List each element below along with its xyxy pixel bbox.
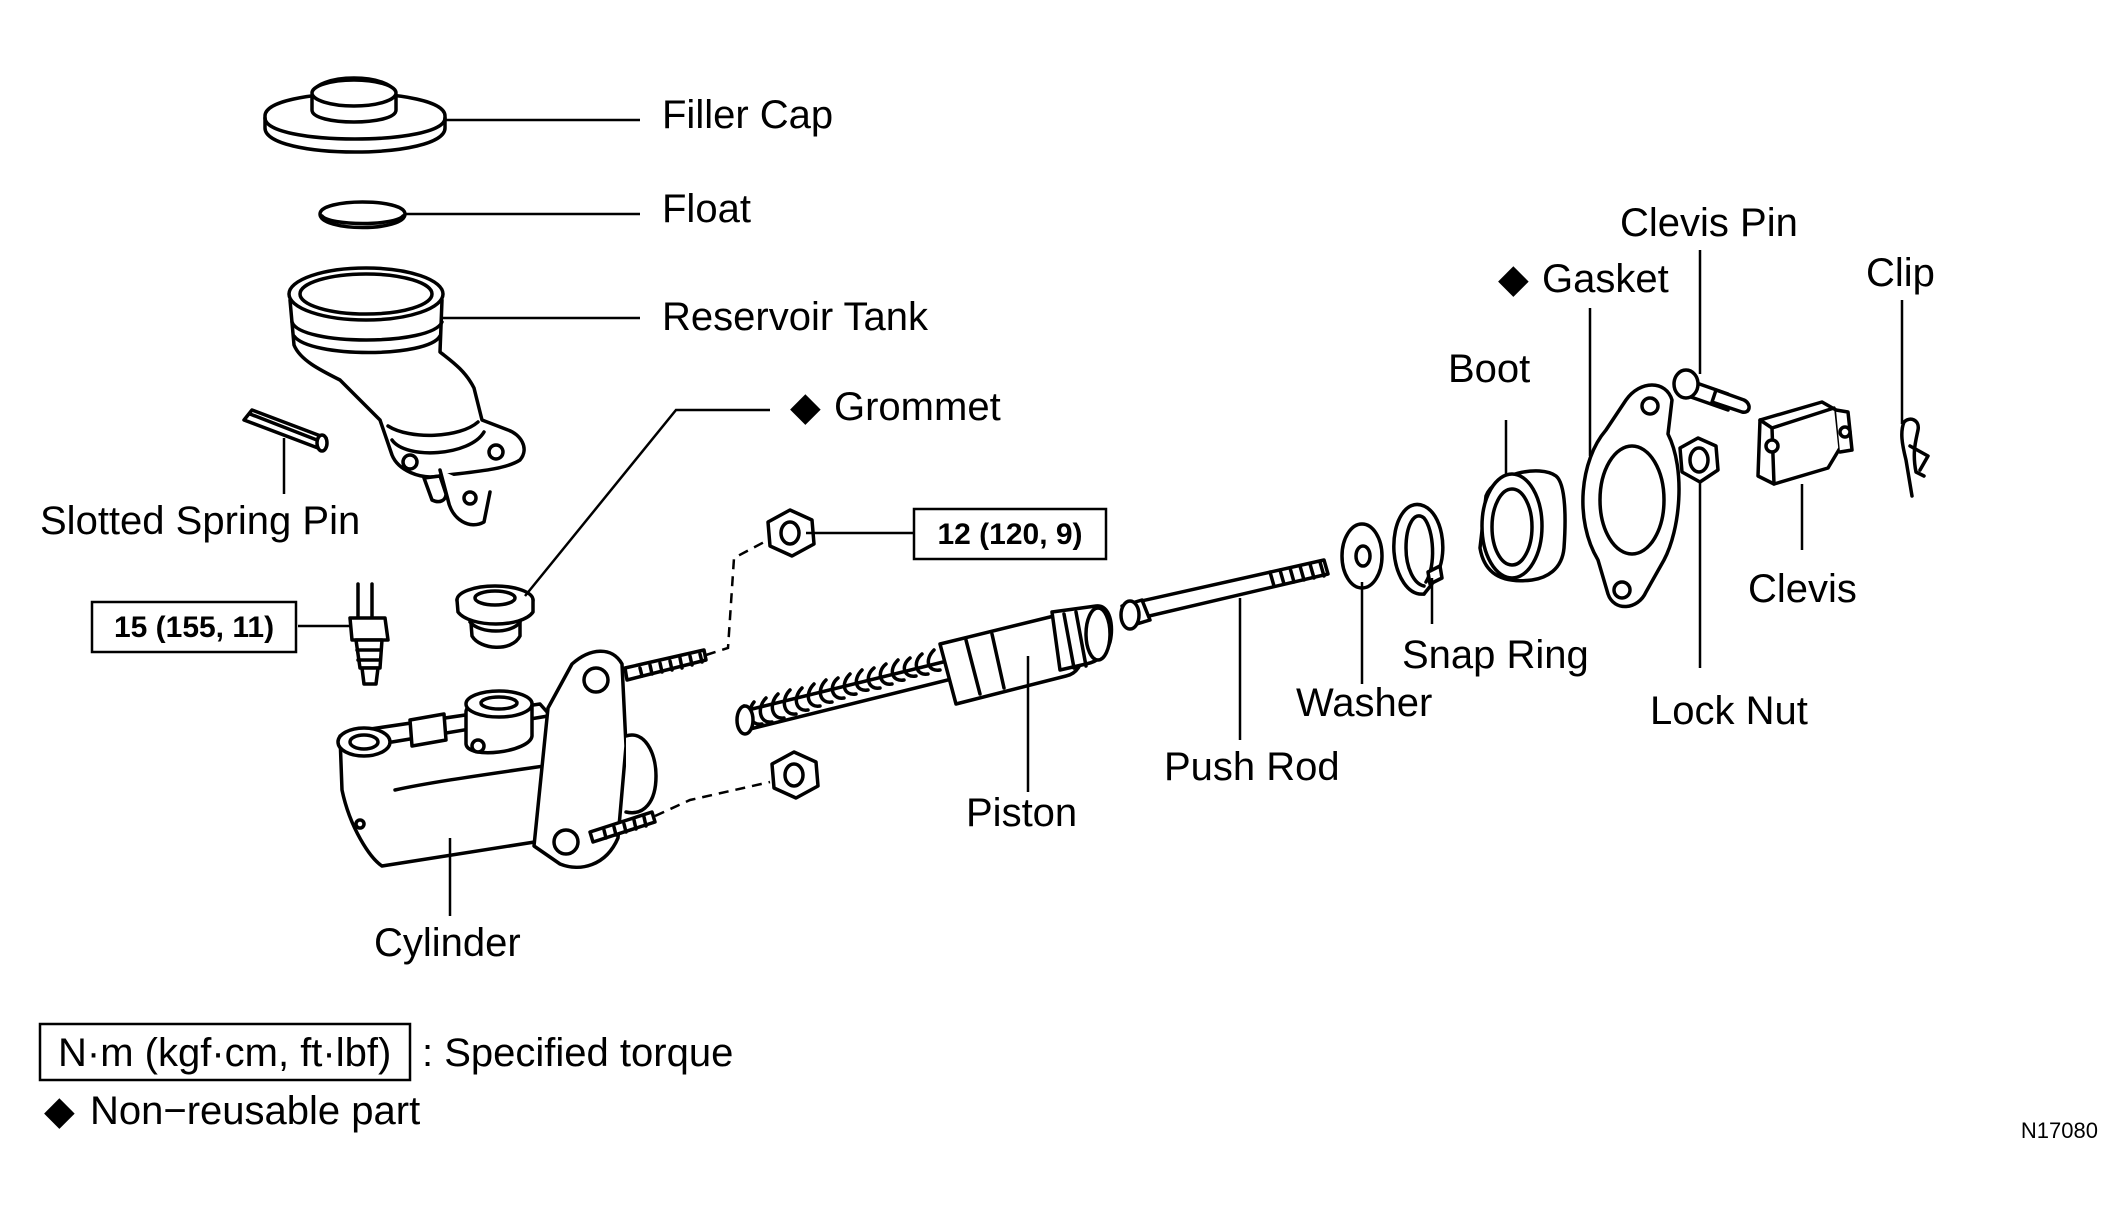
piston-part (735, 604, 1114, 736)
label-lock-nut: Lock Nut (1650, 689, 1808, 733)
nut-dash-upper (705, 538, 769, 657)
slotted-spring-pin-part (242, 408, 329, 453)
boot-part (1478, 469, 1567, 583)
legend: N·m (kgf·cm, ft·lbf) : Specified torque … (38, 1022, 733, 1133)
hex-nut-upper (766, 508, 816, 558)
torque-box-nut: 12 (120, 9) (912, 507, 1108, 561)
stud-bolt-upper (623, 648, 708, 682)
label-washer: Washer (1296, 681, 1432, 725)
washer-part (1340, 522, 1384, 590)
clip-part (1900, 417, 1930, 498)
label-filler-cap: Filler Cap (662, 93, 833, 137)
torque-value-nut: 12 (120, 9) (937, 518, 1082, 551)
non-reusable-mark-gasket: ◆ (1498, 257, 1529, 301)
label-snap-ring: Snap Ring (1402, 633, 1589, 677)
non-reusable-mark-grommet: ◆ (790, 385, 821, 429)
label-boot: Boot (1448, 347, 1530, 391)
clevis-part (1756, 400, 1854, 486)
label-clevis-pin: Clevis Pin (1620, 201, 1798, 245)
label-gasket: Gasket (1542, 257, 1669, 301)
hex-nut-lower (770, 750, 820, 800)
push-rod-part (1119, 558, 1330, 631)
grommet-part (455, 584, 535, 649)
reservoir-tank-part (287, 266, 526, 527)
figure-code: N17080 (2021, 1118, 2098, 1143)
float-part (318, 200, 407, 230)
label-reservoir-tank: Reservoir Tank (662, 295, 929, 339)
label-push-rod: Push Rod (1164, 745, 1340, 789)
legend-non-reusable-mark: ◆ (44, 1089, 75, 1133)
label-float: Float (662, 187, 751, 231)
label-clevis: Clevis (1748, 567, 1857, 611)
label-slotted-spring-pin: Slotted Spring Pin (40, 499, 360, 543)
nut-dash-lower (654, 780, 771, 818)
legend-non-reusable: Non−reusable part (90, 1089, 420, 1133)
lock-nut-part (1678, 436, 1720, 484)
union-bolt-part (348, 582, 390, 686)
torque-value-union: 15 (155, 11) (114, 611, 274, 644)
legend-torque-desc: : Specified torque (422, 1031, 733, 1075)
torque-box-union: 15 (155, 11) (90, 600, 298, 654)
label-grommet: Grommet (834, 385, 1001, 429)
clevis-pin-part (1672, 368, 1751, 414)
legend-torque-unit: N·m (kgf·cm, ft·lbf) (58, 1031, 391, 1075)
label-piston: Piston (966, 791, 1077, 835)
gasket-part (1581, 383, 1681, 609)
label-cylinder: Cylinder (374, 921, 521, 965)
snap-ring-part (1392, 502, 1445, 596)
cylinder-part (336, 649, 658, 869)
filler-cap-part (263, 76, 447, 154)
stud-bolt-lower (588, 810, 657, 844)
label-clip: Clip (1866, 251, 1935, 295)
leader-lines (282, 118, 1904, 916)
piston-spring (735, 648, 942, 736)
